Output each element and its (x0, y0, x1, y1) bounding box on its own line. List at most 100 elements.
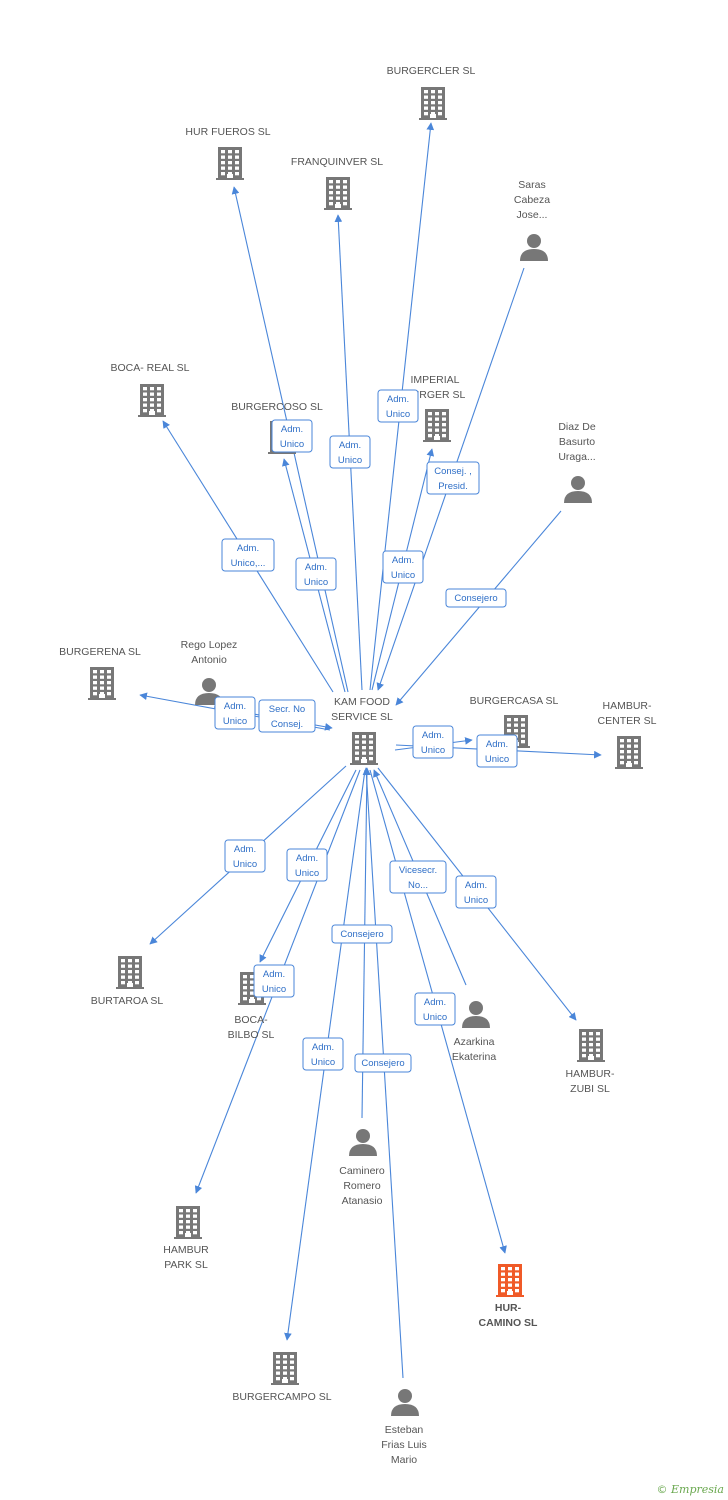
building-icon (350, 732, 378, 765)
edge-label-text: Adm. (486, 739, 508, 750)
node-burgercampo[interactable]: BURGERCAMPO SL (232, 1352, 332, 1403)
node-hurcamino[interactable]: HUR-CAMINO SL (479, 1264, 539, 1329)
edge-label-esteban[interactable]: Consejero (354, 1053, 412, 1073)
edge-label-text: Adm. (234, 844, 256, 855)
node-franquinver[interactable]: FRANQUINVER SL (291, 156, 383, 210)
edge-label-bocabilbo[interactable]: Adm.Unico (286, 848, 328, 882)
node-label: KAM FOOD (334, 696, 390, 708)
edge-label-burgercampo[interactable]: Adm.Unico (302, 1037, 344, 1071)
building-icon (577, 1029, 605, 1062)
node-label: Rego Lopez (181, 639, 238, 651)
edge-label-text: Consej. (271, 719, 303, 730)
node-label: BURGERENA SL (59, 646, 141, 658)
edge-label-text: Unico (223, 716, 247, 727)
node-burgercler[interactable]: BURGERCLER SL (387, 65, 476, 120)
node-imperial[interactable]: IMPERIAL BURGER SL (405, 374, 466, 442)
building-icon (174, 1206, 202, 1239)
node-label: Saras (518, 179, 545, 191)
node-hurfueros[interactable]: HUR FUEROS SL (185, 126, 271, 180)
node-diaz[interactable]: Diaz DeBasurtoUraga... (558, 421, 596, 503)
node-label: HUR FUEROS SL (185, 126, 270, 138)
edge-label-diaz[interactable]: Consejero (445, 588, 507, 608)
person-icon (564, 476, 592, 503)
footer-brand[interactable]: © Empresia (657, 1483, 725, 1496)
edge-label-text: Unico (464, 895, 488, 906)
person-icon (520, 234, 548, 261)
edge-label-text: Adm. (422, 730, 444, 741)
edge-label-text: Unico (485, 754, 509, 765)
copyright-icon: © (656, 1483, 668, 1496)
edge-label-text: Unico (295, 868, 319, 879)
node-label: BURGER SL (405, 389, 466, 401)
node-label: Antonio (191, 654, 227, 666)
node-hamburzubi[interactable]: HAMBUR-ZUBI SL (566, 1029, 616, 1095)
node-burtaroa[interactable]: BURTAROA SL (91, 956, 164, 1007)
node-label: BOCA- REAL SL (111, 362, 190, 374)
person-icon (462, 1001, 490, 1028)
edge-label-franquinver[interactable]: Adm.Unico (329, 435, 371, 469)
edge-label-saras[interactable]: Consej. ,Presid. (426, 461, 480, 495)
edge-label-text: Adm. (424, 997, 446, 1008)
edge-label-text: Unico (304, 577, 328, 588)
edge-label-hamburpark[interactable]: Adm.Unico (253, 964, 295, 998)
edge-label-hurfueros[interactable]: Adm. Unico (295, 557, 337, 591)
edge-label-hamburzubi[interactable]: Adm. Unico (455, 875, 497, 909)
edge-label-text: No... (408, 880, 428, 891)
edge-label-text: Unico (338, 455, 362, 466)
node-label: Caminero (339, 1165, 385, 1177)
node-label: BURGERCOSO SL (231, 401, 323, 413)
edge-label-azarkina[interactable]: Vicesecr.No... (389, 860, 447, 894)
node-hamburcenter[interactable]: HAMBUR-CENTER SL (598, 700, 657, 769)
edge-label-text: Adm. (465, 880, 487, 891)
node-label: Diaz De (558, 421, 596, 433)
edge-label-burgerena[interactable]: Adm.Unico (214, 696, 256, 730)
edge-label-caminero[interactable]: Consejero (331, 924, 393, 944)
edge-label-text: Consejero (454, 593, 497, 604)
edge-label-bocareal[interactable]: Adm.Unico,... (221, 538, 275, 572)
node-kam[interactable]: KAM FOOD SERVICE SL (331, 696, 393, 765)
node-label: Romero (343, 1180, 381, 1192)
edge-label-hurcamino[interactable]: Adm. Unico (414, 992, 456, 1026)
node-bocareal[interactable]: BOCA- REAL SL (111, 362, 190, 417)
edge-label-text: Adm. (237, 543, 259, 554)
node-label: Ekaterina (452, 1051, 497, 1063)
node-label: Azarkina (454, 1036, 495, 1048)
edge-label-text: Adm. (263, 969, 285, 980)
node-label: Uraga... (558, 451, 595, 463)
node-label: ZUBI SL (570, 1083, 610, 1095)
edge-label-text: Adm. (305, 562, 327, 573)
node-burgerena[interactable]: BURGERENA SL (59, 646, 141, 700)
node-label: FRANQUINVER SL (291, 156, 383, 168)
edge-label-imperial[interactable]: Adm.Unico (382, 550, 424, 584)
node-label: SERVICE SL (331, 711, 393, 723)
edge-label-text: Unico (423, 1012, 447, 1023)
node-label: CENTER SL (598, 715, 657, 727)
edge-label-text: Unico (421, 745, 445, 756)
edge-label-burgercoso[interactable]: Adm.Unico (271, 419, 313, 453)
node-label: IMPERIAL (410, 374, 459, 386)
edge-label-hamburcenter[interactable]: Adm. Unico (476, 734, 518, 768)
edge-label-burtaroa[interactable]: Adm. Unico (224, 839, 266, 873)
edge-label-burgercasa[interactable]: Adm. Unico (412, 725, 454, 759)
edge-label-burgercler[interactable]: Adm.Unico (377, 389, 419, 423)
building-icon (138, 384, 166, 417)
brand-name: Empresia (671, 1483, 724, 1496)
node-saras[interactable]: SarasCabezaJose... (514, 179, 550, 261)
building-icon (423, 409, 451, 442)
edge-label-text: Adm. (387, 394, 409, 405)
node-label: Jose... (517, 209, 548, 221)
building-icon (496, 1264, 524, 1297)
edge-diaz-kam (395, 510, 562, 706)
node-label: BURTAROA SL (91, 995, 164, 1007)
edge-label-text: Consej. , (434, 466, 472, 477)
building-icon (419, 87, 447, 120)
edge-label-text: Unico (233, 859, 257, 870)
edge-label-text: Unico (280, 439, 304, 450)
